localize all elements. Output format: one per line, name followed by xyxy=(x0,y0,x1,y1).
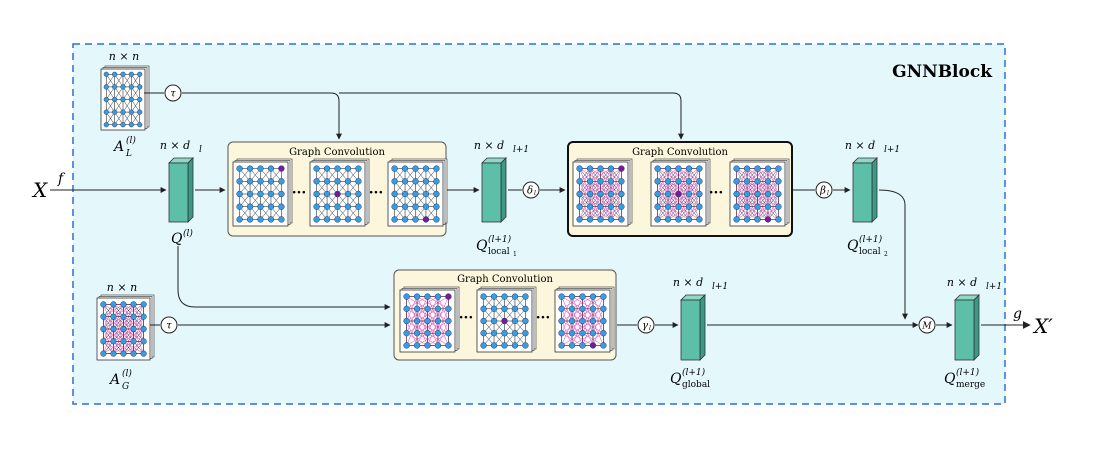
graph-panels xyxy=(96,65,790,361)
svg-text:(l+1): (l+1) xyxy=(488,234,512,245)
dim-q-local1: n × d l+1 xyxy=(474,139,529,155)
op-merge: M xyxy=(918,316,936,334)
label-q-global: Q (l+1) global xyxy=(670,367,710,390)
svg-text:n × d: n × d xyxy=(160,139,190,152)
adjacency-global-panel xyxy=(96,294,155,361)
label-q-local2: Q (l+1) local 2 xyxy=(847,234,888,258)
label-q-merge: Q (l+1) merge xyxy=(944,367,985,390)
op-tau-global: τ xyxy=(160,316,178,334)
svg-text:l: l xyxy=(827,190,829,197)
graph-conv-title-2: Graph Convolution xyxy=(632,147,728,158)
svg-text:n × d: n × d xyxy=(673,276,703,289)
svg-text:n × d: n × d xyxy=(474,139,504,152)
svg-text:l+1: l+1 xyxy=(986,282,1002,292)
svg-text:Q: Q xyxy=(171,231,183,247)
dim-q-merge: n × d l+1 xyxy=(947,276,1002,292)
svg-text:τ: τ xyxy=(170,89,176,100)
svg-text:(l+1): (l+1) xyxy=(682,367,706,378)
svg-text:τ: τ xyxy=(166,321,172,332)
ellipsis-gc3-a: ··· xyxy=(459,310,474,326)
tensor-q-global xyxy=(680,294,706,361)
label-q-local1: Q (l+1) local 1 xyxy=(476,234,517,258)
func-g-label: g xyxy=(1013,306,1022,322)
adjacency-local-panel xyxy=(100,65,150,131)
dim-q-global: n × d l+1 xyxy=(673,276,728,292)
svg-text:l+1: l+1 xyxy=(712,282,728,292)
func-f-label: f xyxy=(57,171,66,187)
svg-text:n × d: n × d xyxy=(845,139,875,152)
gc2-panel-2 xyxy=(650,158,711,227)
svg-text:L: L xyxy=(125,149,132,159)
input-label: X xyxy=(31,178,48,202)
ellipsis-gc1-a: ··· xyxy=(292,185,307,201)
svg-text:(l): (l) xyxy=(183,228,193,239)
label-a-local: A (l) L xyxy=(112,135,136,159)
tensor-q-local1 xyxy=(481,157,507,223)
svg-text:global: global xyxy=(682,380,710,390)
connectors xyxy=(50,92,1031,329)
dim-q-input: n × d l xyxy=(160,139,202,155)
gc2-panel-3 xyxy=(729,158,790,227)
gc3-panel-1 xyxy=(399,286,460,353)
svg-text:1: 1 xyxy=(513,251,517,258)
block-title: GNNBlock xyxy=(892,62,993,82)
svg-text:merge: merge xyxy=(956,380,985,390)
svg-text:(l+1): (l+1) xyxy=(956,367,980,378)
gc3-panel-2 xyxy=(476,286,537,353)
op-tau-local: τ xyxy=(164,84,182,102)
svg-text:A: A xyxy=(112,139,124,155)
tensor-q-input xyxy=(168,157,194,223)
svg-text:l+1: l+1 xyxy=(513,145,529,155)
svg-text:(l): (l) xyxy=(122,368,132,379)
svg-text:local: local xyxy=(488,247,510,257)
gc2-panel-1 xyxy=(572,158,633,227)
svg-text:β: β xyxy=(819,186,826,197)
ellipsis-gc2-a: ··· xyxy=(709,185,724,201)
svg-text:G: G xyxy=(122,382,129,392)
svg-text:l+1: l+1 xyxy=(884,145,900,155)
svg-text:l: l xyxy=(534,190,536,197)
op-delta: δ l xyxy=(522,181,540,199)
tensor-q-merge xyxy=(954,294,980,361)
ellipsis-gc3-b: ··· xyxy=(536,310,551,326)
svg-text:n × d: n × d xyxy=(947,276,977,289)
svg-text:Q: Q xyxy=(944,371,956,387)
dim-adj-global: n × n xyxy=(107,281,137,294)
gc1-panel-3 xyxy=(387,158,448,227)
svg-text:2: 2 xyxy=(884,251,888,258)
gc1-panel-1 xyxy=(232,158,293,227)
svg-text:A: A xyxy=(108,372,120,388)
tensor-q-local2 xyxy=(852,157,878,223)
svg-text:γ: γ xyxy=(642,321,648,332)
svg-text:Q: Q xyxy=(670,371,682,387)
svg-text:M: M xyxy=(921,322,932,332)
graph-conv-title-1: Graph Convolution xyxy=(289,147,385,158)
svg-text:l: l xyxy=(649,325,651,332)
svg-text:local: local xyxy=(859,247,881,257)
svg-text:Q: Q xyxy=(847,238,859,254)
dim-adj-local: n × n xyxy=(109,50,139,63)
dim-q-local2: n × d l+1 xyxy=(845,139,900,155)
ellipsis-gc1-b: ··· xyxy=(369,185,384,201)
label-q-input: Q (l) xyxy=(171,228,193,247)
gc1-panel-2 xyxy=(309,158,370,227)
gc3-panel-3 xyxy=(554,286,615,353)
op-beta: β l xyxy=(815,181,833,199)
label-a-global: A (l) G xyxy=(108,368,132,392)
svg-text:(l+1): (l+1) xyxy=(859,234,883,245)
graph-conv-title-3: Graph Convolution xyxy=(457,274,553,285)
svg-text:δ: δ xyxy=(527,186,533,197)
svg-text:(l): (l) xyxy=(126,135,136,146)
op-gamma: γ l xyxy=(637,316,655,334)
output-label: X′ xyxy=(1032,314,1053,338)
svg-text:l: l xyxy=(199,145,202,155)
svg-text:Q: Q xyxy=(476,238,488,254)
